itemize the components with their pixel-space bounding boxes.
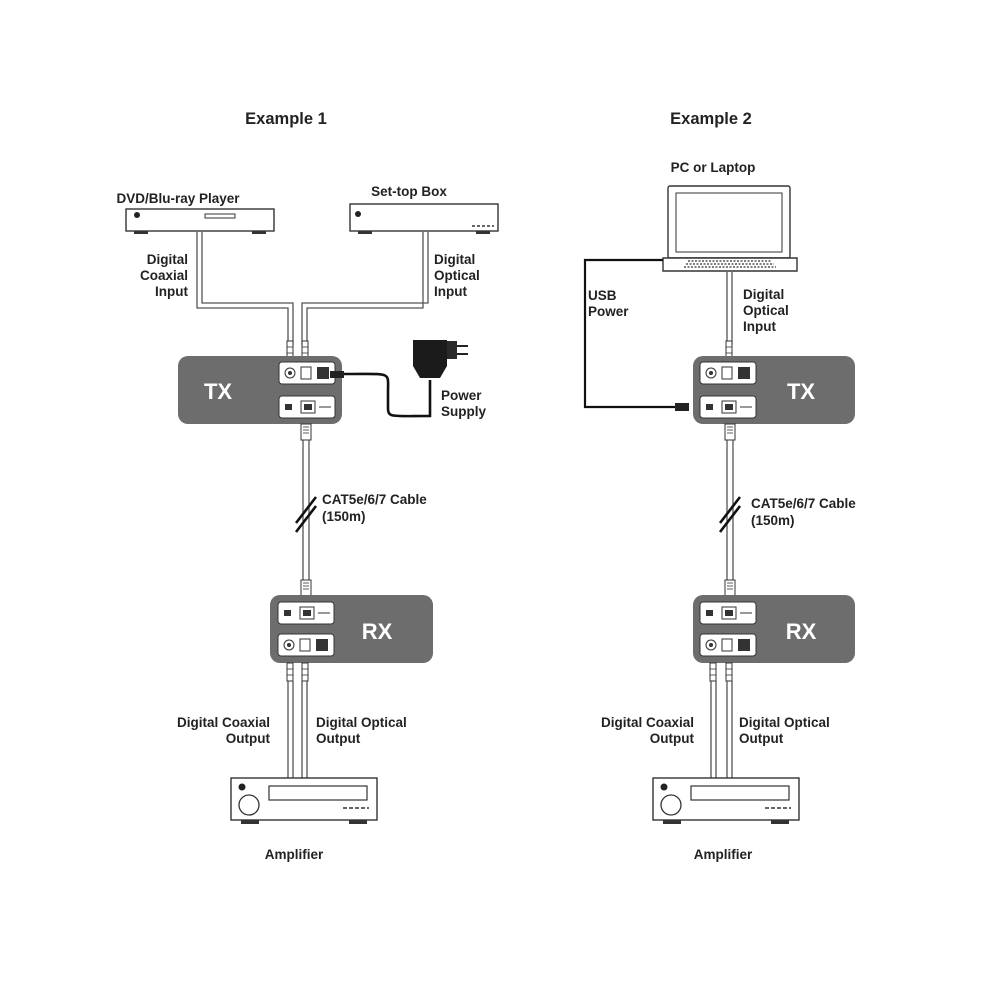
rx-label: RX [362,619,393,644]
example-2-title: Example 2 [670,110,752,128]
cable-label-line1: CAT5e/6/7 Cable [322,492,427,507]
amplifier-label-2: Amplifier [694,847,753,862]
power-supply-line2: Supply [441,404,486,419]
example-2: Example 2 PC or Laptop USB Power Digita [583,110,856,862]
power-supply-adapter [330,340,468,418]
rx-label-2: RX [786,619,817,644]
optical-input2-line2: Optical [743,303,789,318]
cat-cable [294,423,318,597]
tx-unit [178,356,342,424]
tx-unit-2 [693,356,855,424]
usb-power-line2: Power [588,304,629,319]
cable-label-line2: (150m) [322,509,366,524]
set-top-box-label: Set-top Box [371,184,447,199]
cable2-label-line1: CAT5e/6/7 Cable [751,496,856,511]
optical-input-line2: Optical [434,268,480,283]
coax-input-line3: Input [155,284,188,299]
coax-input-line2: Coaxial [140,268,188,283]
amplifier-device-1 [230,777,378,825]
amplifier-device-2 [652,777,800,825]
coax-output-line1: Digital Coaxial [177,715,270,730]
tx-label-2: TX [787,379,815,404]
power-supply-line1: Power [441,388,482,403]
dvd-player-device [125,208,275,234]
optical-output-line1: Digital Optical [316,715,407,730]
optical-input2-line1: Digital [743,287,784,302]
amplifier-label-1: Amplifier [265,847,324,862]
dvd-player-label: DVD/Blu-ray Player [116,191,240,206]
example-1: Example 1 DVD/Blu-ray Player Set-top Box [116,110,499,862]
input-cables [196,232,429,360]
coax-output2-line1: Digital Coaxial [601,715,694,730]
coax-input-line1: Digital [147,252,188,267]
optical-output2-line1: Digital Optical [739,715,830,730]
set-top-box-device [349,203,499,234]
optical-input-cable-2 [725,272,733,360]
laptop-label: PC or Laptop [671,160,756,175]
output-cables [286,662,309,778]
optical-input2-line3: Input [743,319,776,334]
cat-cable-2 [718,423,742,597]
rx-unit [270,595,433,663]
output-cables-2 [709,662,733,778]
usb-power-line1: USB [588,288,617,303]
coax-output-line2: Output [226,731,271,746]
optical-input-line3: Input [434,284,467,299]
example-1-title: Example 1 [245,110,327,128]
optical-output-line2: Output [316,731,361,746]
tx-label: TX [204,379,232,404]
optical-input-line1: Digital [434,252,475,267]
cable2-label-line2: (150m) [751,513,795,528]
rx-unit-2 [693,595,855,663]
usb-power-cable [583,258,689,411]
coax-output2-line2: Output [650,731,695,746]
optical-output2-line2: Output [739,731,784,746]
laptop-device [662,185,798,272]
